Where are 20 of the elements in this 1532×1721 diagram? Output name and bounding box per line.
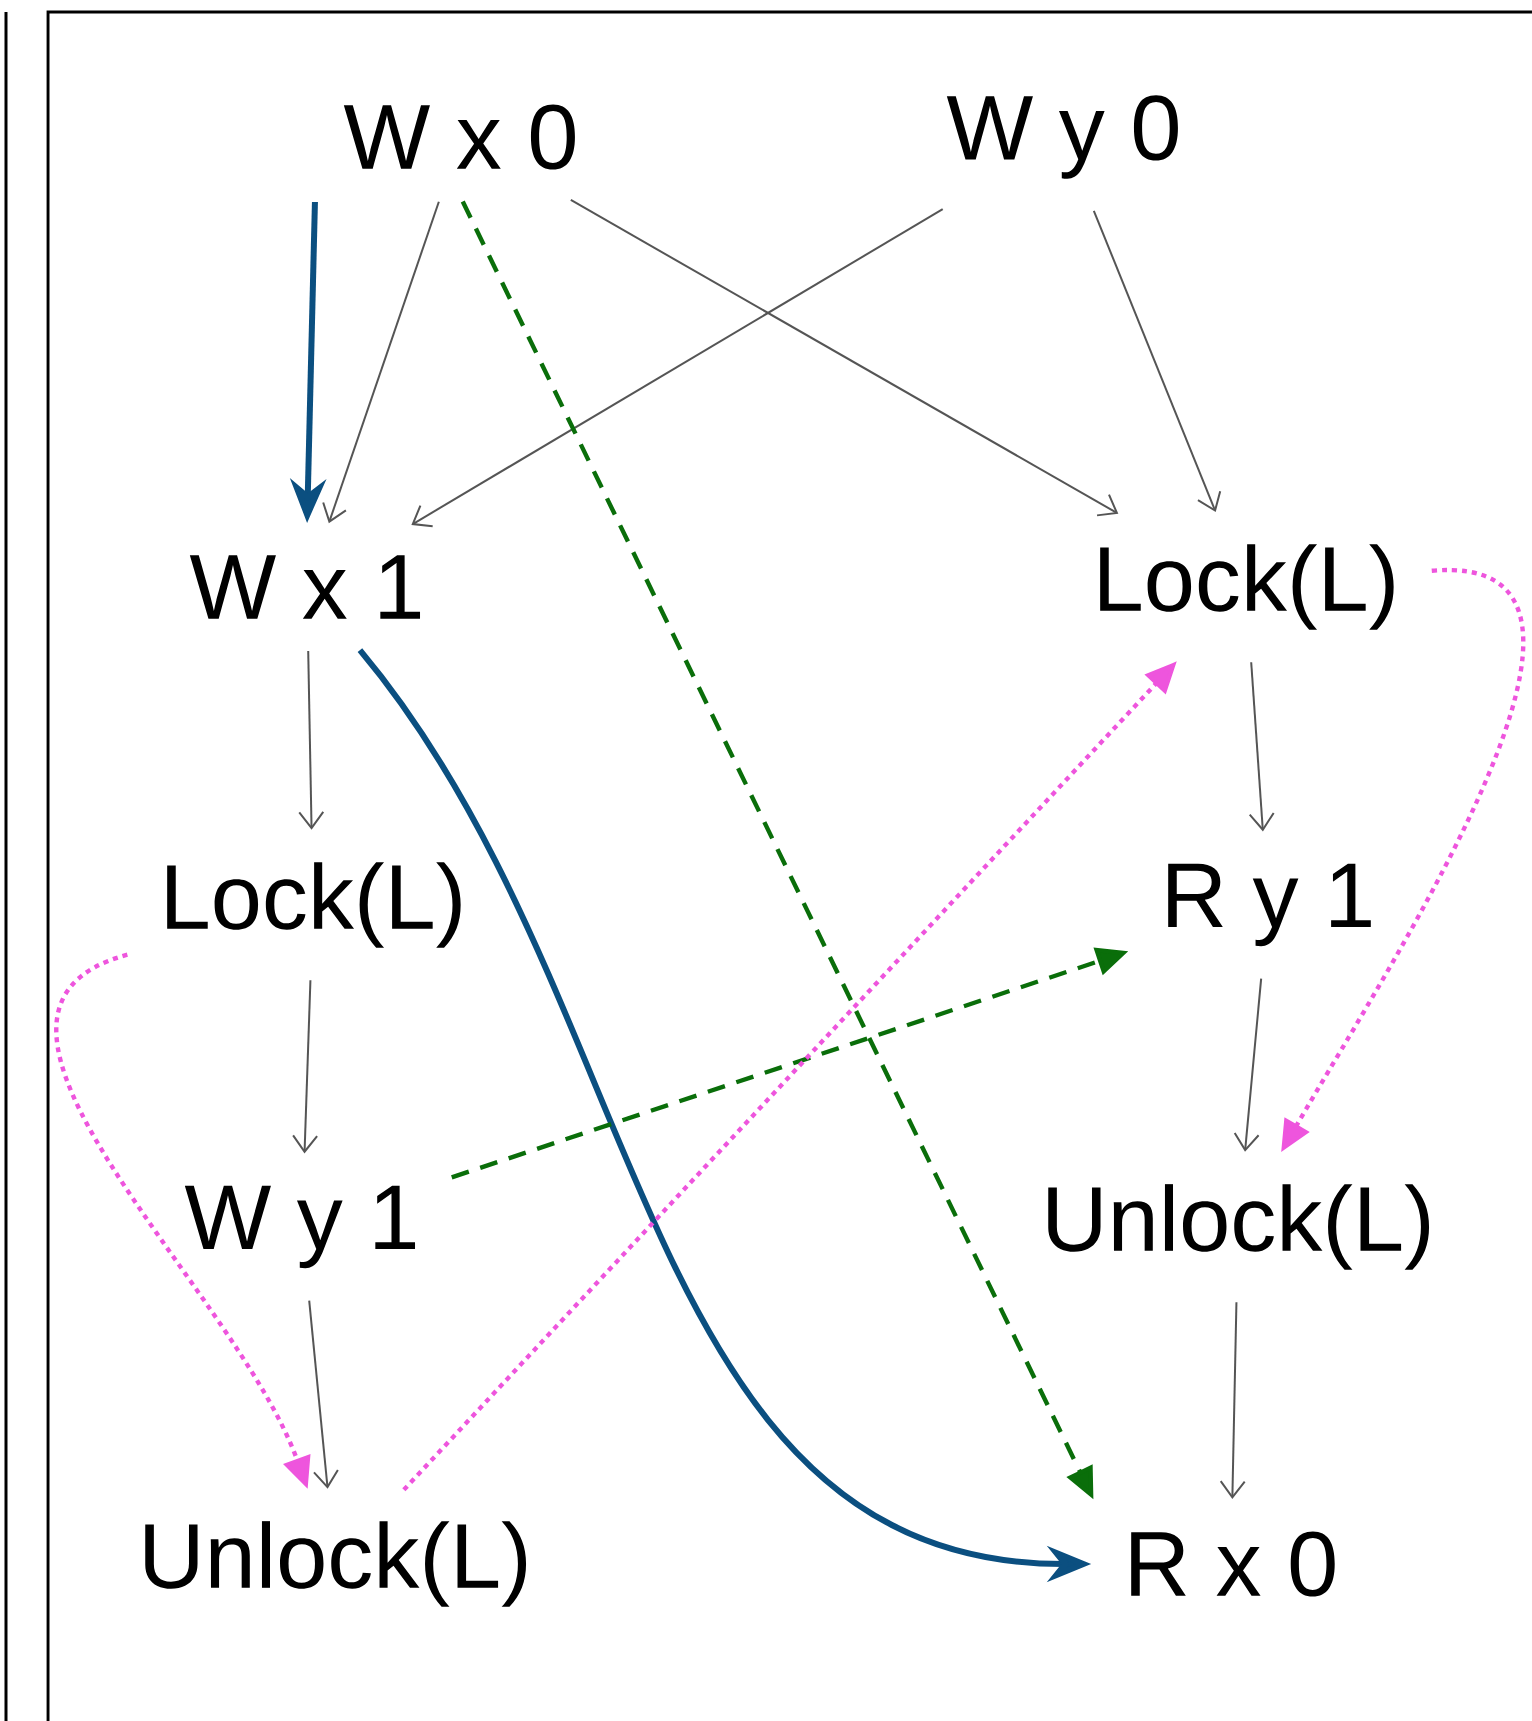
event-label: Unlock(L)	[145, 1521, 527, 1607]
arrow	[1092, 209, 1222, 513]
arrow	[411, 208, 944, 528]
event-label: Lock(L)	[1100, 544, 1394, 630]
event-label: Lock(L)	[167, 862, 461, 948]
event-label: W y 1	[184, 1185, 415, 1269]
arrow	[569, 198, 1119, 517]
event-label: W x 0	[343, 104, 575, 170]
arrow	[298, 650, 325, 830]
arrow	[1219, 1301, 1246, 1500]
arrow	[292, 979, 319, 1154]
event-label: W y 0	[946, 95, 1178, 179]
event-label: R x 0	[1131, 1531, 1335, 1597]
event-label: Unlock(L)	[1048, 1184, 1430, 1270]
arrow	[1233, 977, 1263, 1152]
event-label: W x 1	[189, 555, 420, 619]
arrow	[322, 200, 440, 524]
arrow	[1248, 661, 1275, 832]
arrow	[308, 1299, 339, 1489]
event-label: R y 1	[1168, 863, 1371, 947]
